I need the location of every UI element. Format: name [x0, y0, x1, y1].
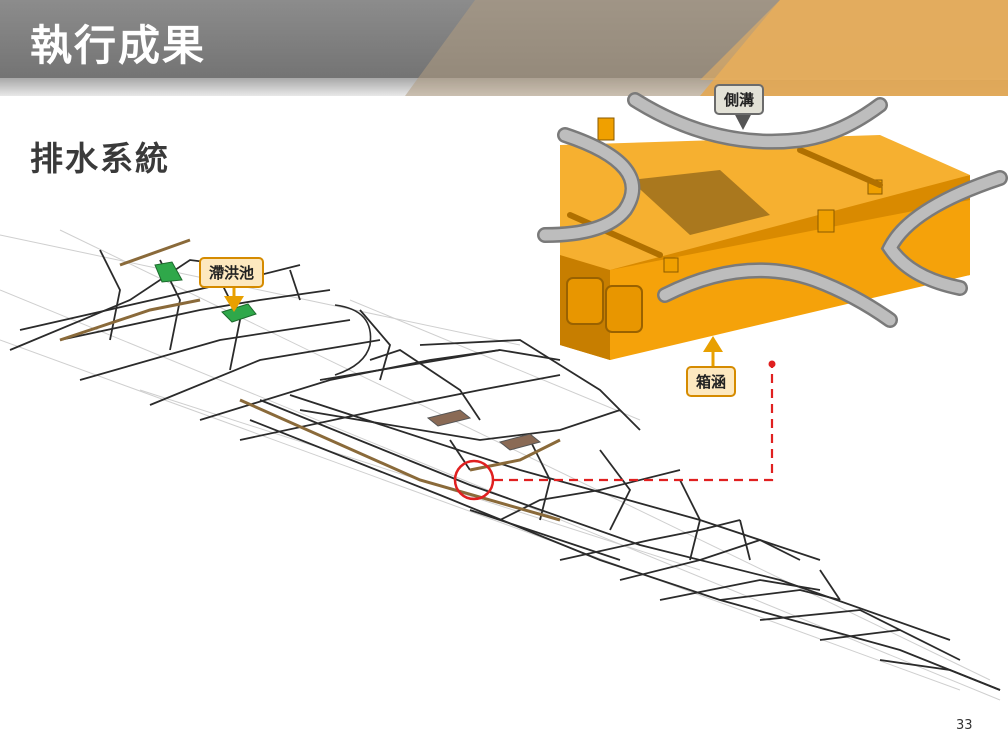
gutter-arrow [733, 111, 753, 130]
slide-title: 執行成果 [30, 21, 207, 70]
box-culvert-label: 箱涵 [686, 366, 737, 397]
highlight-circle [453, 459, 495, 501]
slide-subtitle: 排水系統 [30, 139, 170, 178]
side-gutter-label: 側溝 [714, 84, 765, 115]
detention-pond-label: 滯洪池 [199, 257, 265, 288]
page-number: 33 [956, 718, 973, 733]
detention-pond-north [154, 261, 183, 283]
pond-arrow [224, 296, 244, 312]
leader-line [494, 366, 774, 482]
detention-pond-south [221, 303, 257, 323]
culvert-arrow [703, 336, 723, 352]
